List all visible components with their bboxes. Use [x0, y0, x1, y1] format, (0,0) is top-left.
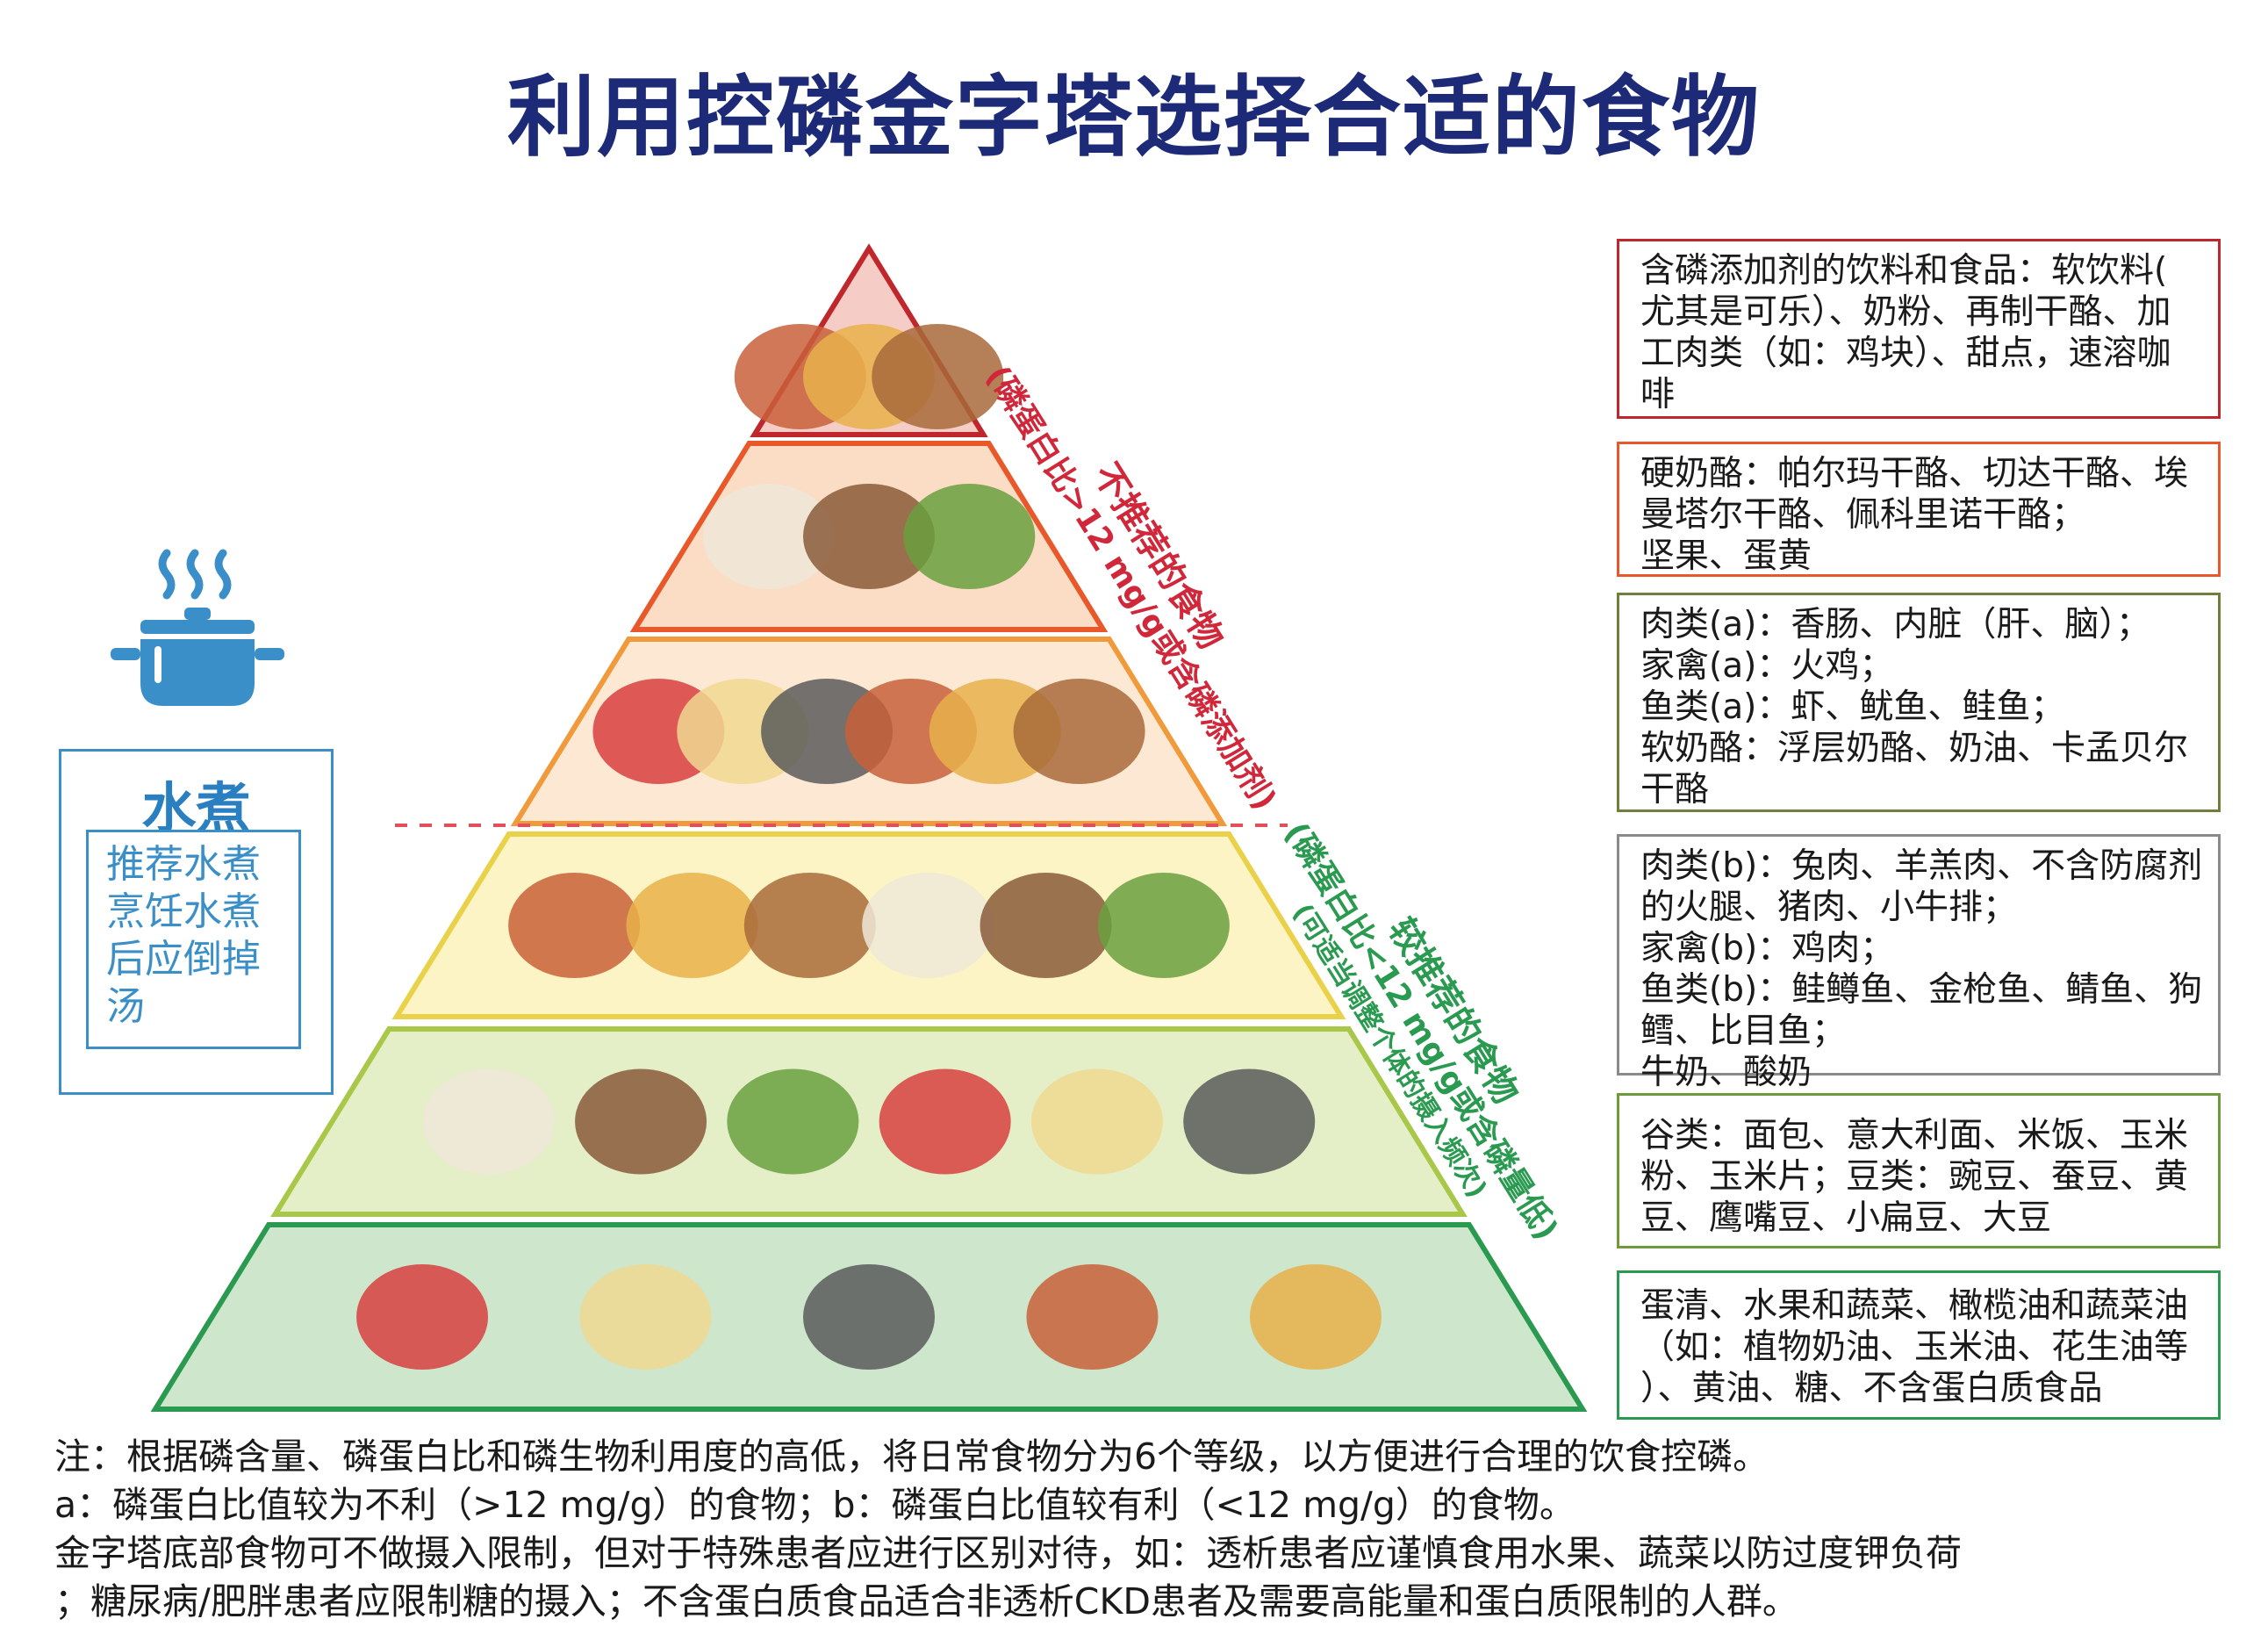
peas-image [879, 1068, 1011, 1175]
rabbit-image [626, 873, 758, 978]
desc-line: 鱼类(b)：鲑鳟鱼、金枪鱼、鲭鱼、狗 [1640, 970, 2203, 1010]
desc-line: 鳕、比目鱼； [1640, 1011, 1847, 1051]
desc-line: 坚果、蛋黄 [1640, 536, 1812, 576]
milk-image [1097, 873, 1230, 978]
note-line: a：磷蛋白比值较为不利（>12 mg/g）的食物；b：磷蛋白比值较有利（<12 … [54, 1484, 1575, 1526]
note-line: ；糖尿病/肥胖患者应限制糖的摄入；不含蛋白质食品适合非透析CKD患者及需要高能量… [54, 1580, 1798, 1622]
desc-line: 工肉类（如：鸡块）、甜点，速溶咖 [1640, 334, 2171, 373]
desc-line: 豆、鹰嘴豆、小扁豆、大豆 [1640, 1198, 2052, 1238]
desc-line: 家禽(b)：鸡肉； [1640, 929, 1895, 968]
dessert-image [872, 324, 1004, 429]
desc-line: 曼塔尔干酪、佩科里诺干酪； [1640, 495, 2086, 535]
desc-line: （如：植物奶油、玉米油、花生油等 [1640, 1327, 2189, 1367]
chicken-image [980, 873, 1112, 978]
tier-5-description: 谷类：面包、意大利面、米饭、玉米 粉、玉米片；豆类：豌豆、蚕豆、黄 豆、鹰嘴豆、… [1617, 1093, 2221, 1248]
cow-image [508, 873, 641, 978]
boiling-tip-line: 汤 [106, 984, 145, 1029]
cereal-image [575, 1068, 707, 1175]
vegetables-fruits-image [1249, 1264, 1382, 1370]
tier-shape [270, 1026, 1468, 1217]
tier-1-description: 含磷添加剂的饮料和食品：软饮料( 尤其是可乐）、奶粉、再制干酪、加 工肉类（如：… [1617, 239, 2221, 419]
olive-oil-image [356, 1264, 489, 1370]
sugar-image [803, 1264, 935, 1370]
boiling-tip-box: 水煮 推荐水煮 烹饪水煮 后应倒掉 汤 [59, 749, 334, 1095]
boiling-pot-icon [105, 544, 290, 711]
desc-line: 啡 [1640, 375, 1676, 414]
desc-line: 含磷添加剂的饮料和食品：软饮料( [1640, 251, 2168, 291]
desc-line: 鱼类(a)：虾、鱿鱼、鲑鱼； [1640, 687, 2065, 727]
desc-line: 肉类(a)：香肠、内脏（肝、脑）； [1640, 605, 2150, 644]
desc-line: 尤其是可乐）、奶粉、再制干酪、加 [1640, 292, 2171, 332]
desc-line: 软奶酪：浮层奶酪、奶油、卡孟贝尔 [1640, 729, 2189, 768]
pyramid-tier-6 [150, 1222, 1588, 1412]
boiling-tip-text: 推荐水煮 烹饪水煮 后应倒掉 汤 [86, 830, 301, 1049]
boiling-heading: 水煮 [141, 776, 251, 840]
note-line: 金字塔底部食物可不做摄入限制，但对于特殊患者应进行区别对待，如：透析患者应谨慎食… [54, 1532, 1962, 1574]
page-title: 利用控磷金字塔选择合适的食物 [507, 66, 1761, 169]
desc-line: 肉类(b)：兔肉、羊羔肉、不含防腐剂 [1640, 846, 2203, 886]
desc-line: 牛奶、酸奶 [1640, 1053, 1812, 1092]
desc-line: 蛋清、水果和蔬菜、橄榄油和蔬菜油 [1640, 1286, 2189, 1326]
pyramid-tier-1 [734, 243, 1004, 437]
tier-2-description: 硬奶酪：帕尔玛干酪、切达干酪、埃 曼塔尔干酪、佩科里诺干酪； 坚果、蛋黄 [1617, 442, 2221, 577]
boiling-tip-line: 推荐水煮 [106, 842, 261, 887]
desc-line: 谷类：面包、意大利面、米饭、玉米 [1640, 1116, 2189, 1155]
tuna-image [862, 873, 994, 978]
desc-line: 干酪 [1640, 770, 1710, 809]
egg-yolk-image [803, 484, 935, 589]
desc-line: ）、黄油、糖、不含蛋白质食品 [1640, 1369, 2103, 1408]
pyramid-tier-3 [510, 637, 1228, 826]
cheese-image [903, 484, 1036, 589]
tier-4-description: 肉类(b)：兔肉、羊羔肉、不含防腐剂 的火腿、猪肉、小牛排； 家禽(b)：鸡肉；… [1617, 834, 2221, 1092]
pyramid-tier-5 [270, 1026, 1468, 1217]
pyramid-tier-4 [391, 831, 1346, 1019]
desc-line: 的火腿、猪肉、小牛排； [1640, 888, 2018, 927]
pyramid-tier-2 [629, 441, 1109, 632]
boiling-tip-line: 烹饪水煮 [106, 889, 261, 934]
boiling-tip-line: 后应倒掉 [106, 937, 261, 982]
rice-image [422, 1068, 555, 1175]
note-line: 注：根据磷含量、磷蛋白比和磷生物利用度的高低，将日常食物分为6个等级，以方便进行… [54, 1435, 1769, 1478]
snacks-image [1030, 1068, 1163, 1175]
bread-image [727, 1068, 859, 1175]
desc-line: 粉、玉米片；豆类：豌豆、蚕豆、黄 [1640, 1157, 2189, 1197]
low-protein-products-image [1026, 1264, 1159, 1370]
desc-line: 硬奶酪：帕尔玛干酪、切达干酪、埃 [1640, 454, 2189, 493]
desc-line: 家禽(a)：火鸡； [1640, 646, 1894, 686]
footnotes: 注：根据磷含量、磷蛋白比和磷生物利用度的高低，将日常食物分为6个等级，以方便进行… [54, 1433, 1962, 1626]
tier-6-description: 蛋清、水果和蔬菜、橄榄油和蔬菜油 （如：植物奶油、玉米油、花生油等 ）、黄油、糖… [1617, 1270, 2221, 1420]
pig-image [743, 873, 876, 978]
almonds-image [702, 484, 835, 589]
egg-white-image [579, 1264, 712, 1370]
turkey-image [1013, 679, 1145, 784]
tier-3-description: 肉类(a)：香肠、内脏（肝、脑）； 家禽(a)：火鸡； 鱼类(a)：虾、鱿鱼、鲑… [1617, 593, 2221, 812]
pasta-image [1183, 1068, 1316, 1175]
